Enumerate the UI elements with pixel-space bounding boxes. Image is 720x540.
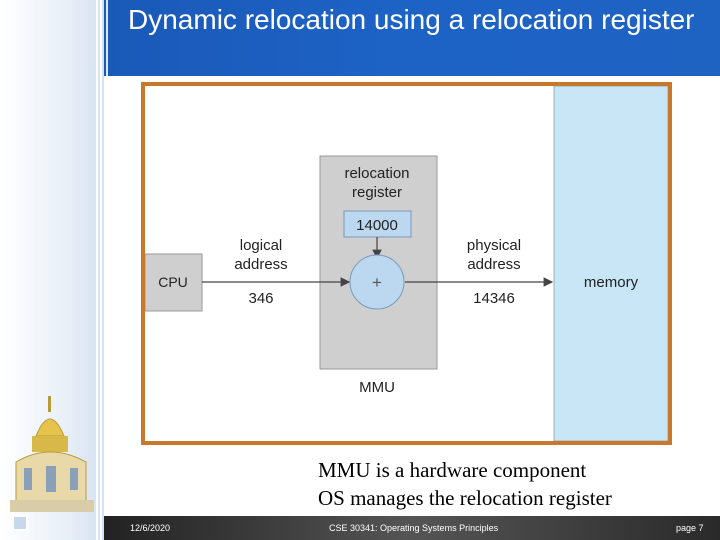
- band-stripe: [96, 0, 98, 540]
- adder-symbol: +: [372, 273, 382, 292]
- register-label-line2: register: [352, 184, 402, 201]
- footer-date: 12/6/2020: [130, 523, 171, 533]
- dome-logo: [10, 396, 94, 512]
- register-value: 14000: [356, 217, 398, 234]
- cpu-label: CPU: [158, 274, 188, 290]
- memory-box: [553, 86, 668, 441]
- register-label-line1: relocation: [344, 165, 409, 182]
- title-bar: Dynamic relocation using a relocation re…: [104, 0, 720, 76]
- physical-label-line2: address: [467, 256, 520, 273]
- caption-line-2: OS manages the relocation register: [318, 486, 612, 510]
- logical-value: 346: [248, 290, 273, 307]
- corner-square: [12, 515, 28, 531]
- logical-label-line1: logical: [240, 237, 283, 254]
- footer-bar: 12/6/2020 CSE 30341: Operating Systems P…: [104, 516, 720, 540]
- mmu-label: MMU: [359, 379, 395, 396]
- footer-course: CSE 30341: Operating Systems Principles: [329, 523, 499, 533]
- memory-label: memory: [584, 274, 639, 291]
- band-stripe: [100, 0, 102, 540]
- slide-title: Dynamic relocation using a relocation re…: [128, 4, 695, 35]
- caption: MMU is a hardware component OS manages t…: [318, 456, 612, 512]
- adder-circle: [349, 254, 405, 310]
- physical-value: 14346: [473, 290, 515, 307]
- footer-page: page 7: [676, 523, 704, 533]
- physical-label-line1: physical: [467, 237, 521, 254]
- diagram-frame: CPU logical address 346 relocation regis…: [141, 82, 672, 445]
- logical-label-line2: address: [234, 256, 287, 273]
- relocation-diagram: CPU logical address 346 relocation regis…: [145, 86, 668, 441]
- caption-line-1: MMU is a hardware component: [318, 458, 587, 482]
- relocation-register-box: [343, 210, 412, 238]
- title-bar-divider: [106, 0, 108, 76]
